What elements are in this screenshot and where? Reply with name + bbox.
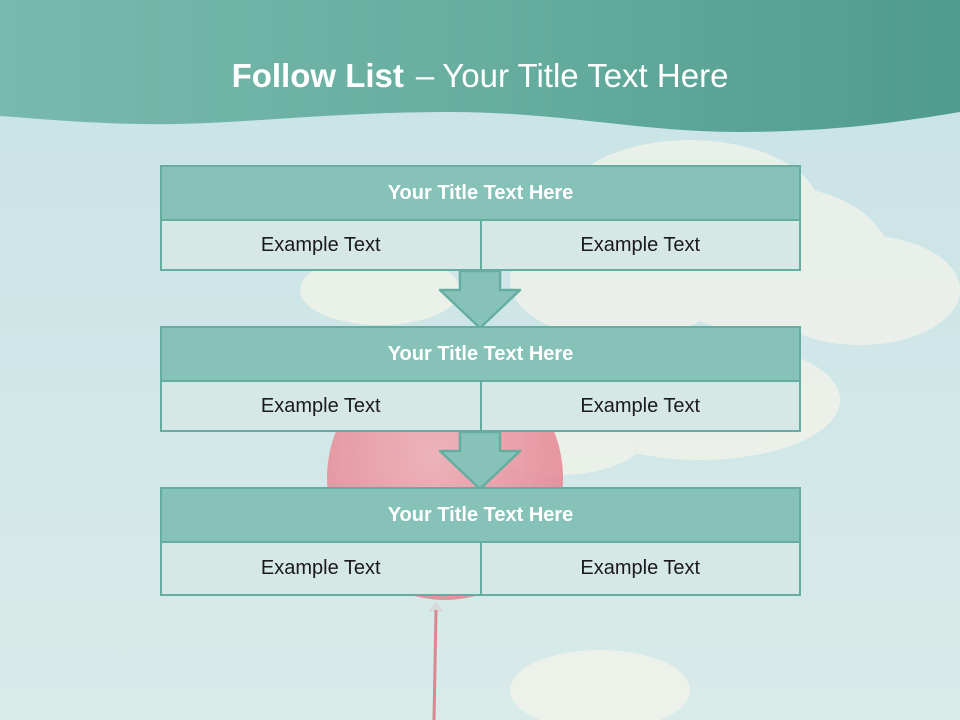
block-cells-row: Example Text Example Text: [160, 221, 801, 271]
down-arrow-icon: [438, 431, 522, 491]
list-block-3: Your Title Text Here Example Text Exampl…: [160, 487, 801, 596]
block-title: Your Title Text Here: [160, 326, 801, 382]
block-title: Your Title Text Here: [160, 165, 801, 221]
list-block-2: Your Title Text Here Example Text Exampl…: [160, 326, 801, 432]
example-text-cell: Example Text: [160, 382, 482, 432]
title-bold-part: Follow List: [231, 57, 404, 94]
header-band: [0, 0, 960, 132]
block-cells-row: Example Text Example Text: [160, 382, 801, 432]
example-text-cell: Example Text: [160, 543, 482, 596]
down-arrow-icon: [438, 270, 522, 330]
title-separator: –: [415, 57, 435, 94]
example-text-cell: Example Text: [160, 221, 482, 271]
example-text-cell: Example Text: [481, 221, 801, 271]
list-block-1: Your Title Text Here Example Text Exampl…: [160, 165, 801, 271]
title-rest: Your Title Text Here: [442, 57, 729, 94]
block-cells-row: Example Text Example Text: [160, 543, 801, 596]
slide-title: Follow List–Your Title Text Here: [0, 56, 960, 96]
block-title: Your Title Text Here: [160, 487, 801, 543]
example-text-cell: Example Text: [481, 382, 801, 432]
example-text-cell: Example Text: [481, 543, 801, 596]
